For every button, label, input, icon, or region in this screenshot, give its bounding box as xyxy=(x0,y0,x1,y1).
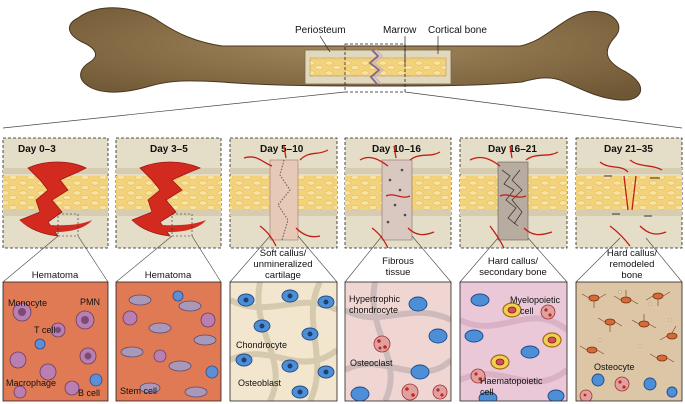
myelopoietic-label: Myelopoietic xyxy=(510,295,561,305)
stage-5: Day 16–21 Hard callus/ secondary bone xyxy=(459,137,568,402)
monocyte-label: Monocyte xyxy=(8,298,47,308)
stage-3-day: Day 5–10 xyxy=(260,144,304,155)
stage-4-day: Day 10–16 xyxy=(372,144,421,155)
stage-6-title-1: Hard callus/ xyxy=(607,248,658,259)
stage-6: Day 21–35 Hard callus/ remodeled bone xyxy=(575,137,683,402)
stage-6-title-3: bone xyxy=(621,270,642,281)
myelopoietic-label-2: cell xyxy=(520,306,534,316)
stage-2-title: Hematoma xyxy=(145,270,192,281)
hypertrophic-label: Hypertrophic xyxy=(349,294,401,304)
stage-2: Day 3–5 Hematoma Stem cell xyxy=(115,137,222,402)
chondrocyte-label: Chondrocyte xyxy=(236,340,287,350)
osteocyte-label: Osteocyte xyxy=(594,362,635,372)
stage-5-title-2: secondary bone xyxy=(479,267,547,278)
cortical-bone-label: Cortical bone xyxy=(428,25,487,36)
stage-3-title-2: unmineralized xyxy=(253,259,312,270)
hypertrophic-label-2: chondrocyte xyxy=(349,305,398,315)
stage-1: Day 0–3 Hematoma Monocyte xyxy=(2,137,109,402)
marrow-label: Marrow xyxy=(383,25,417,36)
stage-3-title-1: Soft callus/ xyxy=(260,248,307,259)
stage-6-day: Day 21–35 xyxy=(604,144,653,155)
t-cell-label: T cell xyxy=(34,325,55,335)
stage-3: Day 5–10 Soft callus/ unmineralized cart… xyxy=(229,137,338,402)
haematopoietic-label-2: cell xyxy=(480,387,494,397)
stage-4-title-1: Fibrous xyxy=(382,256,414,267)
osteoclast-label: Osteoclast xyxy=(350,358,393,368)
stage-1-day: Day 0–3 xyxy=(18,144,56,155)
stage-4: Day 10–16 Fibrous tissue xyxy=(344,137,452,402)
osteoblast-label: Osteoblast xyxy=(238,378,282,388)
femur-illustration: Periosteum Marrow Cortical bone xyxy=(2,7,683,129)
macrophage-label: Macrophage xyxy=(6,378,56,388)
stage-4-title-2: tissue xyxy=(386,267,411,278)
haematopoietic-label: Haematopoietic xyxy=(480,376,543,386)
stage-2-day: Day 3–5 xyxy=(150,144,188,155)
stage-1-title: Hematoma xyxy=(32,270,79,281)
stem-cell-label: Stem cell xyxy=(120,386,157,396)
stage-5-day: Day 16–21 xyxy=(488,144,537,155)
stage-5-title-1: Hard callus/ xyxy=(488,256,539,267)
stage-3-title-3: cartilage xyxy=(265,270,301,281)
b-cell-label: B cell xyxy=(78,388,100,398)
periosteum-label: Periosteum xyxy=(295,25,346,36)
pmn-label: PMN xyxy=(80,297,100,307)
stage-6-title-2: remodeled xyxy=(610,259,655,270)
